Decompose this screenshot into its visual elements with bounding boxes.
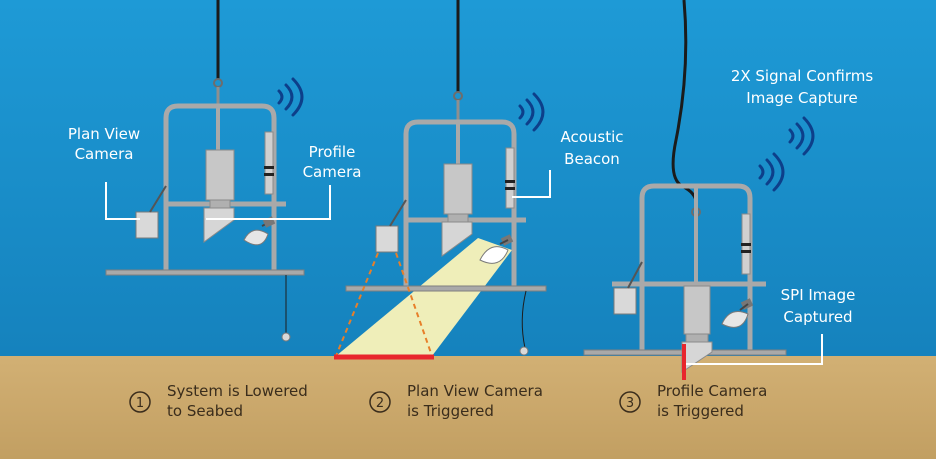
step-2-line-2: is Triggered bbox=[407, 402, 494, 420]
label-signal-confirms-line-2: Image Capture bbox=[746, 89, 857, 107]
frame-1-lowering bbox=[105, 0, 305, 342]
label-profile-camera-line-1: Profile bbox=[309, 143, 356, 161]
frame-3-profile bbox=[583, 0, 815, 380]
callout-spi-image bbox=[686, 334, 823, 365]
step-1-number: 1 bbox=[136, 396, 144, 411]
frame-3-signal-waves-icon-far bbox=[788, 116, 815, 156]
callout-acoustic-beacon bbox=[512, 170, 551, 198]
frame-2-flash-lamp-icon bbox=[479, 234, 514, 264]
step-1-line-1: System is Lowered bbox=[167, 382, 308, 400]
step-1: 1 System is Lowered to Seabed bbox=[129, 382, 308, 420]
step-2: 2 Plan View Camera is Triggered bbox=[369, 382, 543, 420]
label-plan-view-camera-line-2: Camera bbox=[75, 145, 134, 163]
label-signal-confirms: 2X Signal Confirms Image Capture bbox=[731, 67, 874, 107]
step-3-line-2: is Triggered bbox=[657, 402, 744, 420]
frame-1-signal-waves-icon bbox=[277, 77, 304, 117]
frame-3-signal-waves-icon-near bbox=[758, 152, 785, 192]
step-2-line-1: Plan View Camera bbox=[407, 382, 543, 400]
step-3: 3 Profile Camera is Triggered bbox=[619, 382, 767, 420]
step-number-badge bbox=[129, 391, 151, 413]
frame-3-plan-view-camera bbox=[613, 287, 637, 315]
callout-plan-view-camera bbox=[105, 182, 140, 220]
frame-3-prism-housing bbox=[683, 285, 711, 335]
frame-3-flash-lamp-icon bbox=[721, 298, 754, 328]
label-spi-image-line-1: SPI Image bbox=[781, 286, 856, 304]
step-2-number: 2 bbox=[376, 396, 384, 411]
frame-2-light-beam bbox=[336, 238, 512, 356]
frame-1-plan-view-camera bbox=[135, 211, 159, 239]
label-acoustic-beacon-line-2: Beacon bbox=[564, 150, 620, 168]
callout-lines bbox=[105, 170, 823, 365]
frame-3-cable bbox=[671, 0, 698, 207]
frame-2-plan-view bbox=[334, 0, 547, 360]
frame-2-prism bbox=[441, 221, 473, 257]
label-plan-view-camera-line-1: Plan View bbox=[68, 125, 140, 143]
label-plan-view-camera: Plan View Camera bbox=[68, 125, 140, 163]
label-profile-camera-line-2: Camera bbox=[303, 163, 362, 181]
frame-2-plan-view-camera bbox=[375, 225, 399, 253]
step-1-line-2: to Seabed bbox=[167, 402, 243, 420]
step-number-badge bbox=[369, 391, 391, 413]
frame-2-trigger-weight bbox=[519, 346, 529, 356]
step-number-badge bbox=[619, 391, 641, 413]
step-3-number: 3 bbox=[626, 396, 634, 411]
label-profile-camera: Profile Camera bbox=[303, 143, 362, 181]
label-acoustic-beacon-line-1: Acoustic bbox=[560, 128, 623, 146]
seabed-background bbox=[0, 356, 936, 459]
frame-1-acoustic-beacon bbox=[264, 131, 274, 195]
frame-1-prism-housing bbox=[205, 149, 235, 201]
frame-2-acoustic-beacon bbox=[505, 147, 515, 209]
frame-2-base bbox=[345, 285, 547, 292]
label-acoustic-beacon: Acoustic Beacon bbox=[560, 128, 623, 168]
label-spi-image: SPI Image Captured bbox=[781, 286, 856, 326]
label-signal-confirms-line-1: 2X Signal Confirms bbox=[731, 67, 874, 85]
label-spi-image-line-2: Captured bbox=[783, 308, 852, 326]
frame-1-trigger-weight bbox=[281, 332, 291, 342]
frame-2-prism-housing bbox=[443, 163, 473, 215]
frame-2-signal-waves-icon bbox=[518, 92, 545, 132]
step-3-line-1: Profile Camera bbox=[657, 382, 767, 400]
callout-profile-camera bbox=[206, 185, 331, 220]
frame-1-base bbox=[105, 269, 305, 276]
